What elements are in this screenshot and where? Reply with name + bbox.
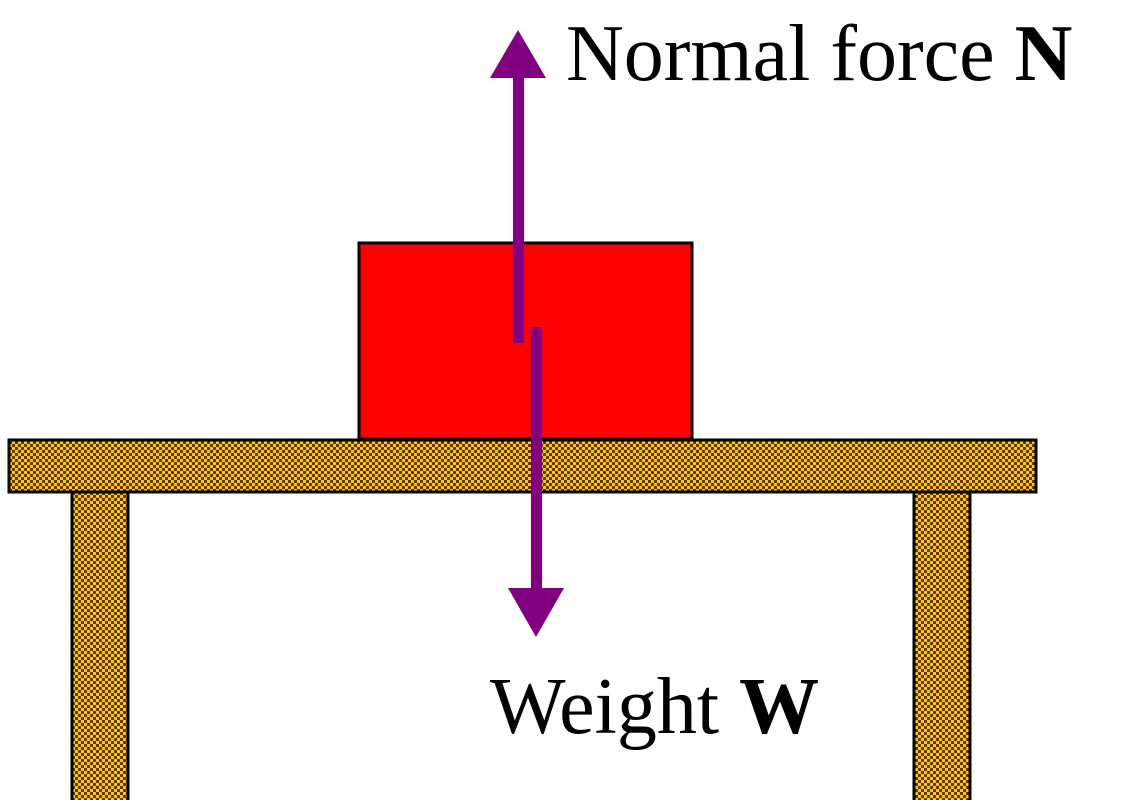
weight-label-text: Weight: [490, 663, 719, 751]
weight-shaft: [531, 327, 542, 593]
weight-arrowhead: [508, 588, 564, 637]
block: [357, 241, 694, 441]
table-leg-right: [912, 488, 972, 800]
normal-force-label-text: Normal force: [566, 10, 995, 98]
normal-force-arrowhead: [490, 30, 546, 78]
normal-force-arrow: [490, 30, 546, 343]
table-top: [7, 438, 1038, 494]
normal-force-label: Normal force N: [566, 10, 1072, 98]
normal-force-symbol: N: [1015, 10, 1073, 98]
table-leg-left: [70, 488, 130, 800]
weight-arrow: [508, 327, 564, 637]
weight-label: Weight W: [490, 663, 819, 751]
weight-symbol: W: [739, 663, 819, 751]
normal-force-shaft: [513, 76, 524, 343]
